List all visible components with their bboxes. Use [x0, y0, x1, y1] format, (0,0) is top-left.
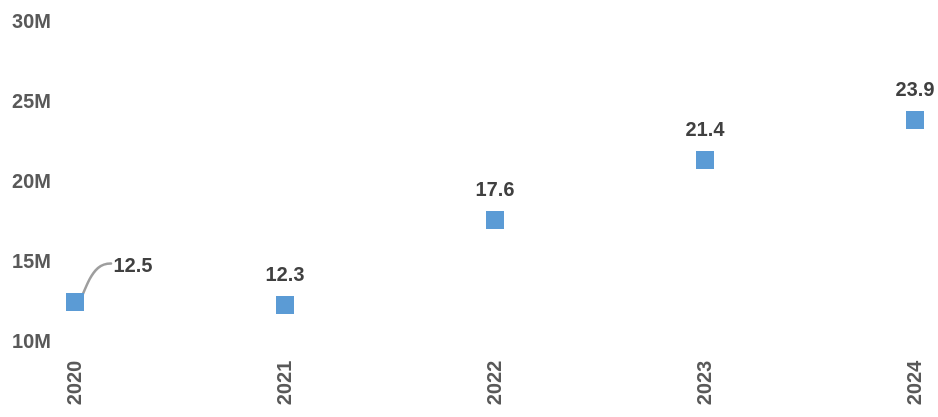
x-axis-tick-label-2021: 2021	[274, 360, 296, 406]
data-point-marker-2023[interactable]	[696, 150, 714, 169]
data-label-2022: 17.6	[475, 179, 515, 202]
y-axis-tick-label-10M: 10M	[12, 331, 51, 353]
data-point-marker-2021[interactable]	[276, 296, 294, 315]
y-axis-tick-label-30M: 30M	[12, 11, 51, 33]
x-axis-tick-label-2022: 2022	[484, 360, 506, 406]
data-point-marker-2024[interactable]	[906, 110, 924, 129]
data-label-2020: 12.5	[113, 255, 153, 277]
x-axis-tick-label-2023: 2023	[694, 360, 716, 406]
data-label-2024: 23.9	[895, 78, 935, 101]
data-label-2021: 12.3	[265, 264, 305, 287]
data-label-2023: 21.4	[685, 118, 725, 141]
y-axis-tick-label-25M: 25M	[12, 91, 51, 113]
x-axis-tick-label-2020: 2020	[64, 360, 86, 406]
y-axis-tick-label-20M: 20M	[12, 171, 51, 193]
data-point-marker-2022[interactable]	[486, 211, 504, 230]
y-axis-tick-label-15M: 15M	[12, 251, 51, 273]
data-point-marker-2020[interactable]	[66, 293, 84, 311]
x-axis-tick-label-2024: 2024	[904, 360, 926, 406]
